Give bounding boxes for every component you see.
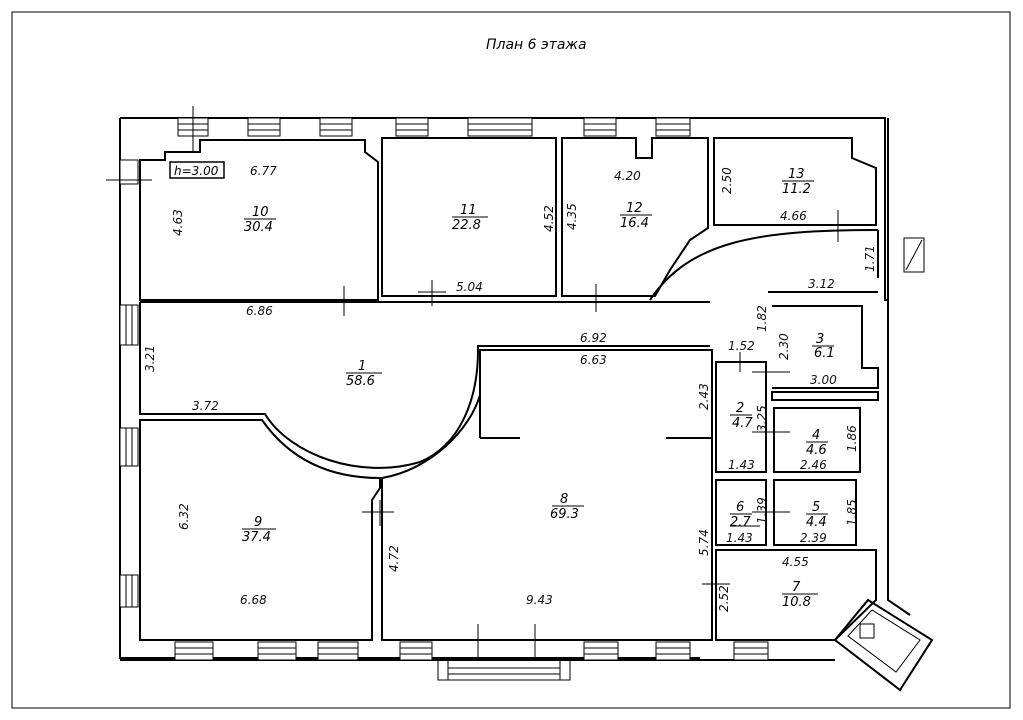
dimension: 3.12 [808,277,835,291]
dimension: 1.43 [728,458,755,472]
dimension: 4.20 [614,169,641,183]
room-5-walls [773,479,857,546]
dimension: 2.43 [697,383,711,410]
dimension: 1.71 [863,245,877,272]
room-area: 6.1 [814,346,835,361]
dimension: 4.52 [542,205,556,232]
dimension: 6.32 [177,503,191,530]
room-num: 11 [460,203,477,218]
dimension: 3.72 [192,399,219,413]
dimension: 9.43 [526,593,553,607]
room-9-walls [139,419,381,641]
room-area: 4.7 [732,416,753,431]
room-num: 13 [788,167,805,182]
room-num: 12 [626,201,643,216]
dimension: 1.82 [755,305,769,332]
dimension: 4.55 [782,555,809,569]
room-11-walls [381,137,557,297]
room-num: 4 [812,428,820,443]
room-12-walls [561,137,709,297]
dimension: 6.63 [580,353,607,367]
height-box [169,161,225,179]
room-13-walls [713,137,877,226]
room-area: 37.4 [242,530,271,545]
room-area: 4.4 [806,515,827,530]
room-area: 2.7 [730,515,751,530]
room-num: 9 [254,515,262,530]
room-num: 6 [736,500,744,515]
dimension: 2.46 [800,458,827,472]
dimension: 1.43 [726,531,753,545]
dimension: 2.50 [720,167,734,194]
dimension: 2.39 [800,531,827,545]
dimension: 3.25 [755,405,769,432]
room-area: 16.4 [620,216,649,231]
dimension: 3.00 [810,373,837,387]
room-num: 5 [812,500,820,515]
room-3-walls [772,305,879,389]
corridor-curve [649,229,879,301]
height-label: h=3.00 [174,164,219,178]
dimension: 4.63 [171,209,185,236]
dimension: 2.52 [717,585,731,612]
entrance-stairs [437,624,571,681]
room-labels: 10 30.4 11 22.8 12 16.4 13 11.2 1 58.6 3… [242,167,835,610]
dimension: 4.72 [387,545,401,572]
dimension: 6.77 [250,164,277,178]
room-7-walls [715,549,877,641]
room-10-walls [139,139,379,301]
room-2-walls [715,361,767,473]
room-3-sill [771,391,879,401]
dimension: 5.04 [456,280,483,294]
room-area: 69.3 [550,507,579,522]
room-area: 10.8 [782,595,811,610]
dimension: 1.52 [728,339,755,353]
room-num: 7 [792,580,801,595]
windows-top [177,117,691,137]
dimension: 5.74 [697,529,711,556]
dimension: 4.66 [780,209,807,223]
dimension-labels: 6.77 4.63 4.52 4.35 4.20 2.50 4.66 1.71 … [143,164,877,612]
dimension: 2.30 [777,333,791,360]
dimension: 4.35 [565,203,579,230]
room-1-walls [139,301,710,469]
room-6-walls [715,479,767,546]
dimension: 6.92 [580,331,607,345]
windows-bottom [174,641,769,661]
room-8-walls [381,349,713,641]
room-4-walls [773,407,861,473]
dimension: 6.86 [246,304,273,318]
dimension: 6.68 [240,593,267,607]
stair-tower [833,237,934,692]
room-num: 3 [816,332,824,347]
room-num: 10 [252,205,269,220]
dimension: 1.86 [845,425,859,452]
dimension: 1.39 [755,497,769,524]
room-num: 8 [560,492,568,507]
tick-marks [106,106,839,585]
sheet-border [11,11,1011,709]
room-area: 58.6 [346,374,375,389]
room-num: 2 [736,401,744,416]
room-area: 30.4 [244,220,273,235]
room-area: 11.2 [782,182,811,197]
dimension: 1.85 [845,499,859,526]
dimension: 3.21 [143,345,157,372]
room-area: 4.6 [806,443,827,458]
room-area: 22.8 [452,218,481,233]
plan-title: План 6 этажа [486,37,587,53]
windows-left [119,159,139,608]
room-num: 1 [358,359,366,374]
